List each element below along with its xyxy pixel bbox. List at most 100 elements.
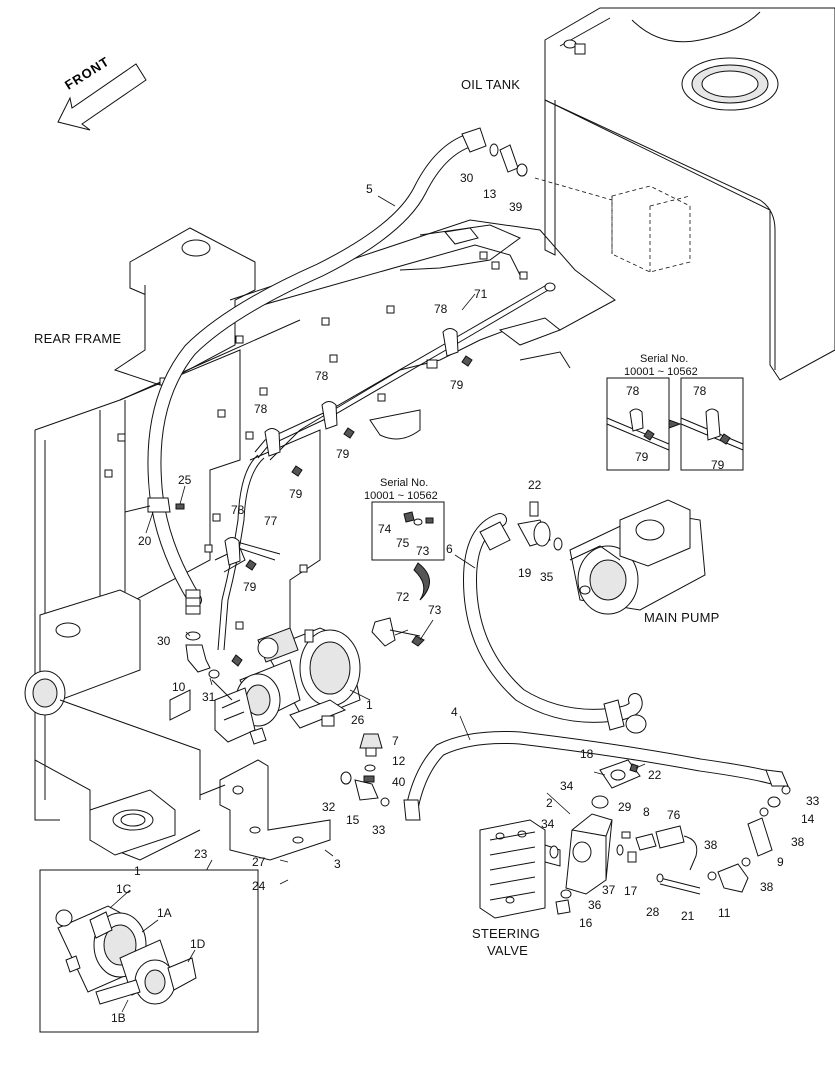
callout-8: 8 [643,805,650,819]
callout-1D: 1D [190,937,206,951]
serial-b-range: 10001 ~ 10562 [624,366,698,378]
callout-4: 4 [451,705,458,719]
bolts-79 [245,355,473,571]
callout-73-inset: 73 [416,544,430,558]
hose-4 [403,731,789,821]
callout-31: 31 [202,690,216,704]
callout-77: 77 [264,514,278,528]
serial-a-range: 10001 ~ 10562 [364,490,438,502]
callout-21: 21 [681,909,695,923]
callout-20: 20 [138,534,152,548]
callout-9: 9 [777,855,784,869]
fittings-center [340,733,390,807]
main-pump-label: MAIN PUMP [644,610,720,625]
steering-valve [479,819,561,919]
callout-16: 16 [579,916,593,930]
callout-25: 25 [178,473,192,487]
serial-a-label: Serial No. [380,477,429,489]
callout-17: 17 [624,884,638,898]
bracket-3 [199,759,331,861]
callout-79-e: 79 [635,450,649,464]
clamp-20 [124,497,185,513]
callout-75: 75 [396,536,410,550]
callout-76: 76 [667,808,681,822]
callout-34-top: 34 [560,779,574,793]
steering-valve-label-line1: STEERING [472,926,541,941]
callout-72: 72 [396,590,410,604]
front-arrow-icon [57,63,147,131]
callout-32: 32 [322,800,336,814]
fittings-pump [517,501,563,551]
callout-14: 14 [801,812,815,826]
callout-79-c: 79 [289,487,303,501]
callout-7: 7 [392,734,399,748]
fittings-right [656,785,791,895]
callout-23: 23 [194,847,208,861]
clamps-78 [224,328,459,566]
leader-lines [145,195,646,885]
motor-inset [39,869,259,1033]
sensor-76 [635,825,698,871]
callout-1A: 1A [157,906,172,920]
callout-39: 39 [509,200,523,214]
callout-19: 19 [518,566,532,580]
callout-38-mid: 38 [704,838,718,852]
callout-78-f: 78 [693,384,707,398]
callout-10: 10 [172,680,186,694]
callout-40: 40 [392,775,406,789]
callout-35: 35 [540,570,554,584]
fittings-tank [489,143,528,177]
pipe-71 [214,282,556,651]
hose-6 [462,513,647,734]
callout-3: 3 [334,857,341,871]
callout-22-top: 22 [528,478,542,492]
serial-inset-b [606,377,744,471]
callout-74: 74 [378,522,392,536]
callout-38-right: 38 [791,835,805,849]
callout-30-top: 30 [460,171,474,185]
callout-33-right: 33 [806,794,820,808]
callout-6: 6 [446,542,453,556]
callout-1B: 1B [111,1011,126,1025]
callout-79-b: 79 [336,447,350,461]
callout-2: 2 [546,796,553,810]
callout-27: 27 [252,855,266,869]
callout-28: 28 [646,905,660,919]
callout-79-a: 79 [450,378,464,392]
callout-11: 11 [718,906,731,920]
callout-1-inset: 1 [134,864,141,878]
block-2 [549,795,637,915]
serial-b-label: Serial No. [640,353,689,365]
callout-18: 18 [580,747,594,761]
callout-34-bottom: 34 [541,817,555,831]
rear-frame-label: REAR FRAME [34,331,122,346]
callout-13: 13 [483,187,497,201]
callout-30-left: 30 [157,634,171,648]
callout-12: 12 [392,754,406,768]
callout-33-left: 33 [372,823,386,837]
fitting-72 [371,617,425,647]
flange-18 [599,759,641,789]
callout-26: 26 [351,713,365,727]
callout-15: 15 [346,813,360,827]
callout-71: 71 [474,287,488,301]
callout-38-low: 38 [760,880,774,894]
rear-frame [24,219,616,861]
main-pump [569,499,706,615]
callout-78-d: 78 [231,503,245,517]
serial-inset-a [371,501,445,601]
callout-78-b: 78 [315,369,329,383]
callout-73: 73 [428,603,442,617]
motor-1 [214,627,361,745]
callout-79-d: 79 [243,580,257,594]
callout-1C: 1C [116,882,132,896]
steering-valve-label-line2: VALVE [487,943,528,958]
callout-79-f: 79 [711,458,725,472]
callout-24: 24 [252,879,266,893]
callout-78-a: 78 [434,302,448,316]
callout-36: 36 [588,898,602,912]
fittings-left [185,631,233,701]
hose-5 [147,127,487,615]
callout-29: 29 [618,800,632,814]
